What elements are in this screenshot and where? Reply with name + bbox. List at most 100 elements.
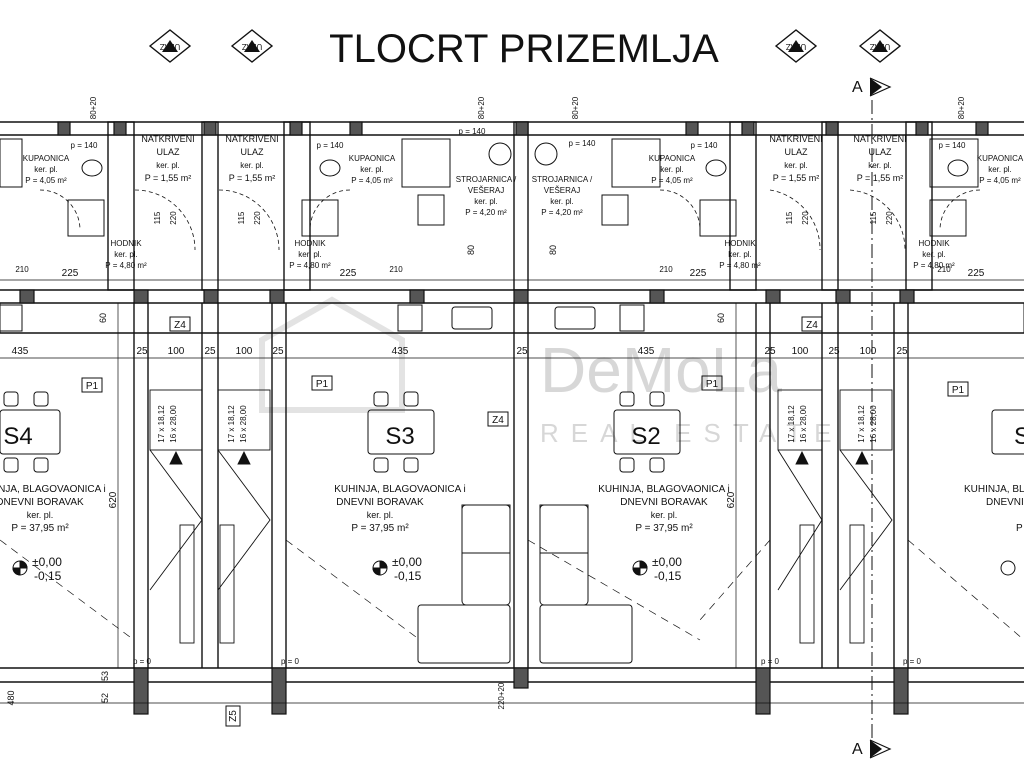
svg-text:ULAZ: ULAZ — [156, 147, 180, 157]
svg-text:225: 225 — [62, 268, 79, 279]
svg-text:-0,15: -0,15 — [654, 569, 682, 583]
svg-text:NATKRIVENI: NATKRIVENI — [141, 134, 194, 144]
svg-text:25: 25 — [896, 346, 908, 357]
svg-text:25: 25 — [764, 346, 776, 357]
svg-text:P = 4,20 m²: P = 4,20 m² — [465, 208, 507, 217]
svg-text:80+20: 80+20 — [571, 96, 580, 119]
svg-text:KUHINJA, BLAGOVAONICA i: KUHINJA, BLAGOVAONICA i — [964, 484, 1024, 495]
svg-text:KUPAONICA: KUPAONICA — [23, 154, 70, 163]
svg-text:HODNIK: HODNIK — [294, 239, 326, 248]
svg-text:220: 220 — [885, 211, 894, 225]
svg-text:VEŠERAJ: VEŠERAJ — [468, 186, 504, 195]
svg-text:100: 100 — [168, 346, 185, 357]
bathroom-fixtures — [0, 138, 979, 237]
svg-text:P1: P1 — [86, 381, 99, 392]
tags: Z4 Z4 Z4 Z5 — [169, 316, 823, 727]
svg-text:115: 115 — [869, 211, 878, 224]
svg-text:±0,00: ±0,00 — [392, 555, 422, 569]
svg-text:NATKRIVENI: NATKRIVENI — [769, 134, 822, 144]
svg-text:KUPAONICA: KUPAONICA — [349, 154, 396, 163]
svg-text:STROJARNICA /: STROJARNICA / — [532, 175, 593, 184]
svg-text:60: 60 — [716, 313, 726, 323]
svg-text:ULAZ: ULAZ — [870, 42, 891, 51]
svg-text:115: 115 — [237, 211, 246, 224]
svg-text:100: 100 — [792, 346, 809, 357]
svg-text:ker. pl.: ker. pl. — [784, 161, 808, 170]
svg-text:435: 435 — [12, 346, 29, 357]
svg-text:p = 140: p = 140 — [71, 141, 98, 150]
page-title: TLOCRT PRIZEMLJA — [329, 27, 719, 71]
svg-text:80: 80 — [548, 245, 558, 255]
entry-marker-2: ULAZ — [230, 29, 274, 63]
svg-text:620: 620 — [726, 491, 737, 508]
section-marker-top: A — [852, 77, 892, 97]
svg-text:210: 210 — [659, 265, 673, 274]
svg-text:±0,00: ±0,00 — [652, 555, 682, 569]
svg-text:p = 0: p = 0 — [903, 657, 922, 666]
svg-text:KUHINJA, BLAGOVAONICA i: KUHINJA, BLAGOVAONICA i — [598, 484, 730, 495]
svg-text:KUPAONICA: KUPAONICA — [649, 154, 696, 163]
svg-text:DNEVNI BORAVAK: DNEVNI BORAVAK — [0, 497, 84, 508]
svg-text:225: 225 — [690, 268, 707, 279]
watermark: DeMoLa REAL ESTATE — [259, 296, 843, 448]
svg-text:80+20: 80+20 — [477, 96, 486, 119]
svg-text:DNEVNI BORAVAK: DNEVNI BORAVAK — [336, 497, 424, 508]
svg-text:-0,15: -0,15 — [394, 569, 422, 583]
svg-text:ker. pl.: ker. pl. — [660, 165, 684, 174]
svg-text:P = 1,55 m²: P = 1,55 m² — [773, 173, 820, 183]
svg-text:A: A — [852, 741, 863, 758]
svg-text:220: 220 — [801, 211, 810, 225]
svg-text:25: 25 — [136, 346, 148, 357]
svg-text:17 x 18,12: 17 x 18,12 — [157, 405, 166, 443]
svg-text:VEŠERAJ: VEŠERAJ — [544, 186, 580, 195]
svg-text:ker. pl.: ker. pl. — [922, 250, 946, 259]
svg-text:17 x 18,12: 17 x 18,12 — [857, 405, 866, 443]
svg-text:Z4: Z4 — [174, 320, 186, 331]
stairs — [149, 389, 893, 644]
svg-text:HODNIK: HODNIK — [918, 239, 950, 248]
svg-text:16 x 28,00: 16 x 28,00 — [239, 405, 248, 443]
svg-text:210: 210 — [389, 265, 403, 274]
svg-text:80: 80 — [466, 245, 476, 255]
svg-text:Z4: Z4 — [492, 415, 504, 426]
watermark-sub: REAL ESTATE — [540, 418, 843, 448]
svg-text:-0,15: -0,15 — [34, 569, 62, 583]
walls — [0, 121, 1024, 683]
svg-text:P = 1,55 m²: P = 1,55 m² — [857, 173, 904, 183]
svg-text:ker. pl.: ker. pl. — [298, 250, 322, 259]
svg-text:225: 225 — [968, 268, 985, 279]
svg-text:P = 4,05 m²: P = 4,05 m² — [979, 176, 1021, 185]
watermark-brand: DeMoLa — [540, 334, 782, 406]
svg-text:480: 480 — [6, 690, 16, 705]
svg-text:P = 4,20 m²: P = 4,20 m² — [541, 208, 583, 217]
svg-text:ker. pl.: ker. pl. — [868, 161, 892, 170]
svg-text:P = 37,95 m²: P = 37,95 m² — [351, 523, 409, 534]
svg-text:25: 25 — [204, 346, 216, 357]
svg-text:P1: P1 — [316, 379, 329, 390]
svg-text:ker. pl.: ker. pl. — [240, 161, 264, 170]
svg-text:P = 37,95 m²: P = 37,95 m² — [11, 523, 69, 534]
svg-text:25: 25 — [516, 346, 528, 357]
svg-text:100: 100 — [236, 346, 253, 357]
svg-text:225: 225 — [340, 268, 357, 279]
svg-text:ker. pl.: ker. pl. — [27, 510, 54, 520]
unit-label: S4 — [3, 423, 32, 450]
svg-text:17 x 18,12: 17 x 18,12 — [227, 405, 236, 443]
svg-text:DNEVNI BORAVAK: DNEVNI BORAVAK — [620, 497, 708, 508]
svg-text:ker. pl.: ker. pl. — [988, 165, 1012, 174]
svg-text:HODNIK: HODNIK — [110, 239, 142, 248]
svg-text:P = 4,80 m²: P = 4,80 m² — [289, 261, 331, 270]
svg-text:53: 53 — [100, 671, 110, 681]
svg-text:16 x 28,00: 16 x 28,00 — [799, 405, 808, 443]
svg-text:P = 1,55 m²: P = 1,55 m² — [145, 173, 192, 183]
svg-text:ker. pl.: ker. pl. — [114, 250, 138, 259]
svg-text:P = 37,95 m²: P = 37,95 m² — [635, 523, 693, 534]
svg-text:80+20: 80+20 — [89, 96, 98, 119]
svg-text:25: 25 — [828, 346, 840, 357]
svg-text:435: 435 — [638, 346, 655, 357]
svg-text:ker. pl.: ker. pl. — [728, 250, 752, 259]
unit-S2: S2 KUHINJA, BLAGOVAONICA i DNEVNI BORAVA… — [598, 375, 730, 583]
svg-text:210: 210 — [937, 265, 951, 274]
svg-text:ULAZ: ULAZ — [868, 147, 892, 157]
